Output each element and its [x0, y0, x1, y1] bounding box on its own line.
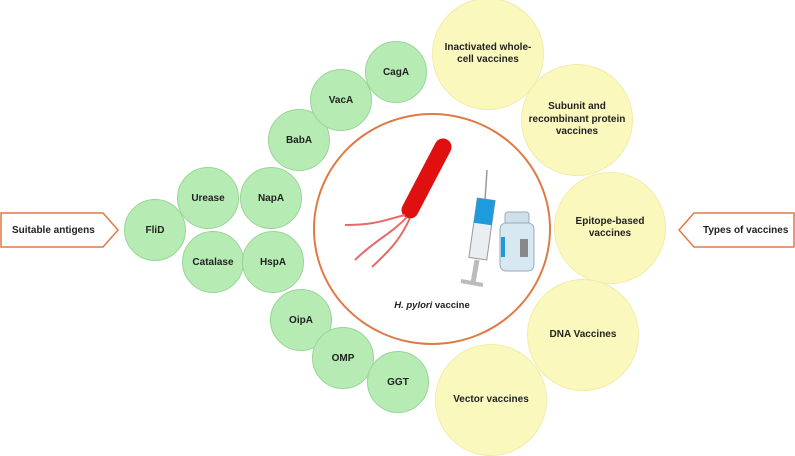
vaccine-epitope-based: Epitope-based vaccines	[554, 172, 666, 284]
vaccine-dna: DNA Vaccines	[527, 279, 639, 391]
antigen-omp: OMP	[312, 327, 374, 389]
antigen-catalase: Catalase	[182, 231, 244, 293]
caption-species: H. pylori	[394, 300, 433, 311]
antigen-napa: NapA	[240, 167, 302, 229]
types-of-vaccines-arrow: Types of vaccines	[677, 212, 795, 248]
antigen-baba: BabA	[268, 109, 330, 171]
bacterium-icon	[344, 138, 452, 268]
vaccine-subunit-recombinant: Subunit and recombinant protein vaccines	[521, 64, 633, 176]
bacterium-syringe-vial-illustration	[344, 138, 535, 287]
antigen-flid: FliD	[124, 199, 186, 261]
center-caption: H. pylori vaccine	[315, 300, 549, 311]
vaccine-inactivated-whole-cell: Inactivated whole-cell vaccines	[432, 0, 544, 110]
suitable-antigens-label: Suitable antigens	[12, 224, 95, 236]
arrow-shape-right	[0, 212, 120, 248]
syringe-icon	[460, 169, 496, 287]
antigen-hspa: HspA	[242, 231, 304, 293]
vial-icon	[499, 211, 535, 272]
antigen-vaca: VacA	[310, 69, 372, 131]
antigen-urease: Urease	[177, 167, 239, 229]
vaccine-vector: Vector vaccines	[435, 344, 547, 456]
suitable-antigens-arrow: Suitable antigens	[0, 212, 120, 248]
caption-rest: vaccine	[432, 300, 470, 311]
h-pylori-vaccine-center: H. pylori vaccine	[313, 113, 551, 345]
arrow-shape-left	[677, 212, 795, 248]
antigen-caga: CagA	[365, 41, 427, 103]
types-of-vaccines-label: Types of vaccines	[703, 224, 789, 236]
antigen-ggt: GGT	[367, 351, 429, 413]
